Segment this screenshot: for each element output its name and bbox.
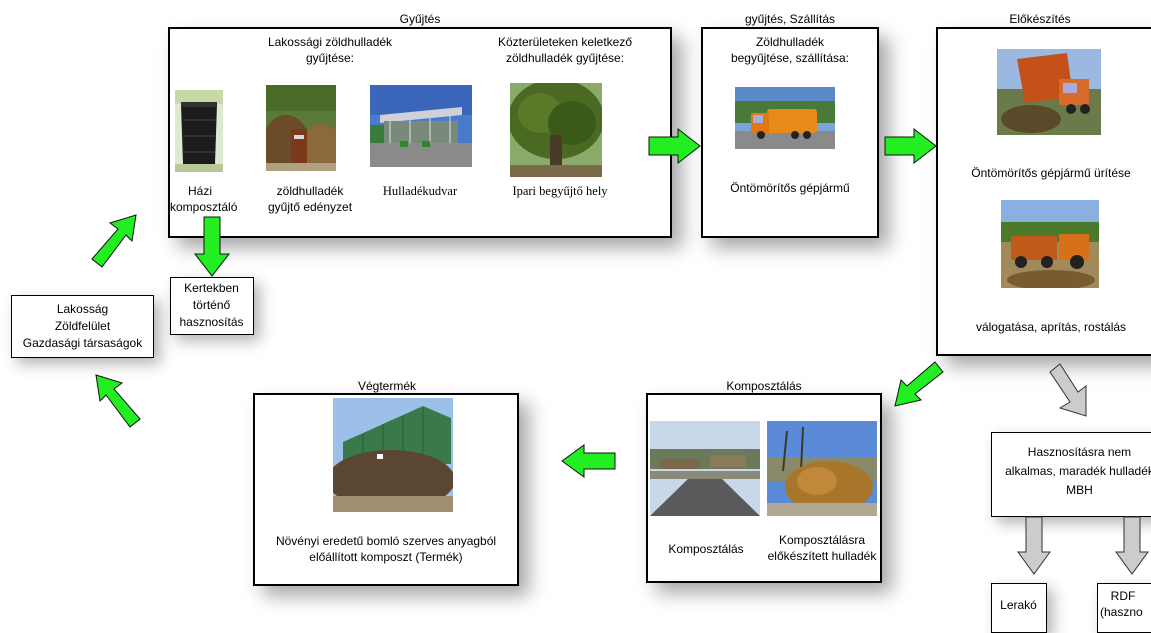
lerako-label: Lerakó bbox=[1000, 598, 1037, 612]
rdf-line1: RDF bbox=[1110, 589, 1136, 603]
arrow-gray-down-right-icon bbox=[1049, 363, 1087, 417]
komposztalas-box: Komposztálás Komposztálásra előkészített… bbox=[646, 393, 882, 583]
kertek-line2: történő bbox=[192, 298, 231, 312]
arrow-down-icon bbox=[193, 216, 231, 277]
ipari-label: Ipari begyűjtő hely bbox=[512, 184, 608, 198]
prepared-waste-photo bbox=[767, 421, 877, 516]
vehicle-label: Öntömörítős gépjármű bbox=[730, 181, 850, 195]
lakossagi-line1: Lakossági zöldhulladék bbox=[267, 35, 393, 49]
shredding-photo bbox=[1001, 200, 1099, 288]
ipari-photo bbox=[510, 83, 602, 177]
kertek-box: Kertekben történő hasznosítás bbox=[170, 277, 254, 335]
truck-photo bbox=[735, 87, 835, 149]
arrow-gray-down-icon bbox=[1017, 516, 1051, 575]
lakossag-line1: Lakosság bbox=[56, 302, 109, 316]
komposztalas-caption-right2: előkészített hulladék bbox=[767, 549, 877, 563]
lerako-box: Lerakó bbox=[991, 583, 1047, 633]
compost-product-photo bbox=[333, 398, 453, 512]
szallitas-title: gyűjtés, Szállítás bbox=[744, 12, 836, 26]
kertek-line3: hasznosítás bbox=[179, 315, 244, 329]
hulladekudvar-photo bbox=[370, 85, 472, 167]
emptying-photo bbox=[997, 49, 1101, 135]
arrow-up-left-icon bbox=[95, 374, 141, 428]
komposztalas-caption-right1: Komposztálásra bbox=[778, 533, 866, 547]
vegtermek-line1: Növényi eredetű bomló szerves anyagból bbox=[275, 534, 497, 548]
hasznositasra-line1: Hasznosításra nem bbox=[1027, 445, 1132, 459]
gyujtes-box: Lakossági zöldhulladék gyűjtése: Közterü… bbox=[168, 27, 672, 238]
kertek-line1: Kertekben bbox=[184, 281, 239, 295]
hasznositasra-line3: MBH bbox=[1066, 483, 1093, 497]
elokeszites-caption1: Öntömörítős gépjármű ürítése bbox=[971, 166, 1131, 180]
vegtermek-line2: előállított komposzt (Termék) bbox=[309, 550, 463, 564]
komposztalas-title: Komposztálás bbox=[726, 379, 802, 393]
edeny-line2: gyűjtő edényzet bbox=[267, 200, 353, 214]
vegtermek-box: Növényi eredetű bomló szerves anyagból e… bbox=[253, 393, 519, 586]
kozterulet-line2: zöldhulladék gyűjtése: bbox=[505, 51, 625, 65]
edeny-line1: zöldhulladék bbox=[276, 184, 344, 198]
rdf-box: RDF (haszno bbox=[1097, 583, 1151, 633]
arrow-gray-down-icon bbox=[1115, 516, 1149, 575]
szallitas-line1: Zöldhulladék bbox=[755, 35, 825, 49]
arrow-up-right-icon bbox=[91, 214, 137, 268]
komposztalas-caption-left: Komposztálás bbox=[668, 542, 744, 556]
gyujtes-title: Gyűjtés bbox=[399, 12, 441, 26]
hazi-line2: komposztáló bbox=[170, 200, 238, 214]
rdf-line2: (haszno bbox=[1100, 605, 1143, 619]
composting-photo bbox=[650, 421, 760, 516]
lakossagi-line2: gyűjtése: bbox=[305, 51, 355, 65]
hasznositasra-box: Hasznosításra nem alkalmas, maradék hull… bbox=[991, 432, 1151, 517]
szallitas-line2: begyűjtése, szállítása: bbox=[730, 51, 850, 65]
compost-bin-photo bbox=[175, 90, 223, 172]
arrow-right-icon bbox=[648, 127, 701, 165]
hazi-line1: Házi bbox=[187, 184, 212, 198]
arrow-left-icon bbox=[561, 444, 616, 478]
elokeszites-box: Öntömörítős gépjármű ürítése válogatása,… bbox=[936, 27, 1151, 356]
elokeszites-caption2: válogatása, aprítás, rostálás bbox=[975, 320, 1127, 334]
elokeszites-title: Előkészítés bbox=[1009, 12, 1071, 26]
vegtermek-title: Végtermék bbox=[357, 379, 417, 393]
bins-photo bbox=[266, 85, 336, 171]
lakossag-box: Lakosság Zöldfelület Gazdasági társaságo… bbox=[11, 295, 154, 358]
arrow-down-left-icon bbox=[894, 361, 944, 407]
szallitas-box: Zöldhulladék begyűjtése, szállítása: Önt… bbox=[701, 27, 879, 238]
hulladekudvar-label: Hulladékudvar bbox=[382, 184, 458, 198]
lakossag-line2: Zöldfelület bbox=[54, 319, 111, 333]
kozterulet-line1: Közterületeken keletkező bbox=[497, 35, 633, 49]
hasznositasra-line2: alkalmas, maradék hulladék bbox=[1005, 464, 1151, 478]
arrow-right-icon bbox=[884, 127, 937, 165]
lakossag-line3: Gazdasági társaságok bbox=[22, 336, 143, 350]
